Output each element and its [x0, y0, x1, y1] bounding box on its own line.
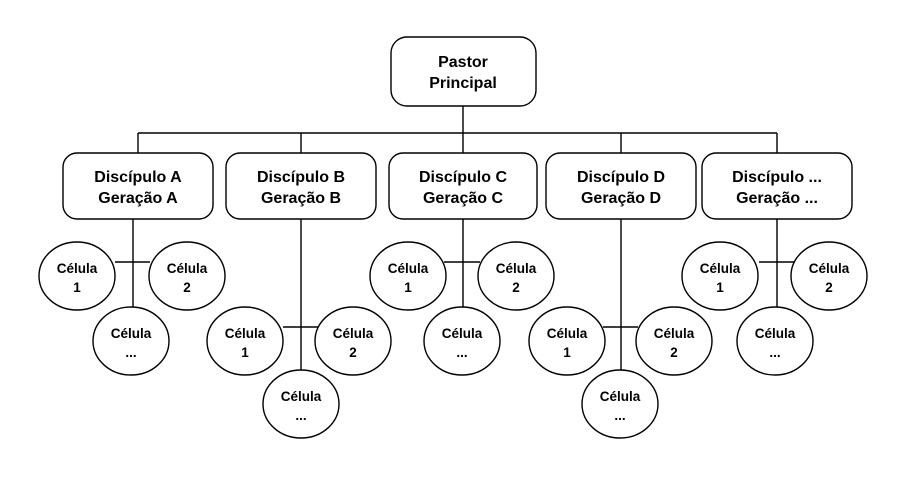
cell-c-1-line2: 1 — [404, 280, 412, 295]
cell-b-3-line1: Célula — [281, 389, 322, 404]
cell-a-3: Célula ... — [92, 306, 170, 376]
cell-c-2-line1: Célula — [496, 261, 537, 276]
cell-d-1-line1: Célula — [547, 326, 588, 341]
cell-e-3: Célula ... — [736, 306, 814, 376]
disciple-a-line2: Geração A — [98, 190, 178, 207]
disciple-e-line1: Discípulo ... — [732, 169, 822, 186]
disciple-node-d: Discípulo D Geração D — [545, 152, 697, 220]
root-node: Pastor Principal — [390, 36, 537, 107]
disciple-d-line1: Discípulo D — [577, 169, 665, 186]
cell-b-1: Célula 1 — [206, 306, 284, 376]
connectors — [115, 106, 794, 370]
cell-b-1-line2: 1 — [241, 345, 249, 360]
cell-d-2-line1: Célula — [654, 326, 695, 341]
cell-a-1-line2: 1 — [73, 280, 81, 295]
cell-e-3-line2: ... — [769, 345, 780, 360]
cell-a-1-line1: Célula — [57, 261, 98, 276]
cell-b-2: Célula 2 — [314, 306, 392, 376]
cell-b-2-line1: Célula — [333, 326, 374, 341]
disciple-b-line2: Geração B — [261, 190, 341, 207]
disciple-e-line2: Geração ... — [736, 190, 818, 207]
disciple-node-c: Discípulo C Geração C — [388, 152, 538, 220]
cell-c-3-line1: Célula — [442, 326, 483, 341]
cell-c-3: Célula ... — [423, 306, 501, 376]
disciple-c-line2: Geração C — [423, 190, 503, 207]
cell-c-2: Célula 2 — [477, 241, 555, 311]
cell-e-1-line1: Célula — [700, 261, 741, 276]
cell-d-2: Célula 2 — [635, 306, 713, 376]
cell-a-1: Célula 1 — [38, 241, 116, 311]
cell-b-2-line2: 2 — [349, 345, 357, 360]
cell-e-2-line1: Célula — [809, 261, 850, 276]
cell-e-3-line1: Célula — [755, 326, 796, 341]
cell-a-2: Célula 2 — [148, 241, 226, 311]
disciple-b-line1: Discípulo B — [257, 169, 345, 186]
cell-d-2-line2: 2 — [670, 345, 678, 360]
root-line2: Principal — [429, 75, 497, 92]
disciple-a-line1: Discípulo A — [94, 169, 182, 186]
cell-d-1: Célula 1 — [528, 306, 606, 376]
disciple-node-a: Discípulo A Geração A — [62, 152, 214, 220]
cell-c-3-line2: ... — [456, 345, 467, 360]
cell-a-2-line2: 2 — [183, 280, 191, 295]
cell-b-3-line2: ... — [295, 408, 306, 423]
disciple-c-line1: Discípulo C — [419, 169, 507, 186]
disciple-d-line2: Geração D — [581, 190, 661, 207]
cell-a-2-line1: Célula — [167, 261, 208, 276]
cell-e-2-line2: 2 — [825, 280, 833, 295]
cell-a-3-line1: Célula — [111, 326, 152, 341]
cell-c-2-line2: 2 — [512, 280, 520, 295]
cell-b-1-line1: Célula — [225, 326, 266, 341]
cell-e-1: Célula 1 — [681, 241, 759, 311]
cell-c-1-line1: Célula — [388, 261, 429, 276]
cell-b-3: Célula ... — [262, 369, 340, 439]
cell-e-1-line2: 1 — [716, 280, 724, 295]
cell-d-3-line2: ... — [614, 408, 625, 423]
cell-d-1-line2: 1 — [563, 345, 571, 360]
disciple-node-b: Discípulo B Geração B — [225, 152, 377, 220]
disciple-node-e: Discípulo ... Geração ... — [701, 152, 853, 220]
root-line1: Pastor — [438, 54, 488, 71]
cell-e-2: Célula 2 — [790, 241, 868, 311]
cell-c-1: Célula 1 — [369, 241, 447, 311]
cell-d-3-line1: Célula — [600, 389, 641, 404]
cell-d-3: Célula ... — [581, 369, 659, 439]
cell-a-3-line2: ... — [125, 345, 136, 360]
